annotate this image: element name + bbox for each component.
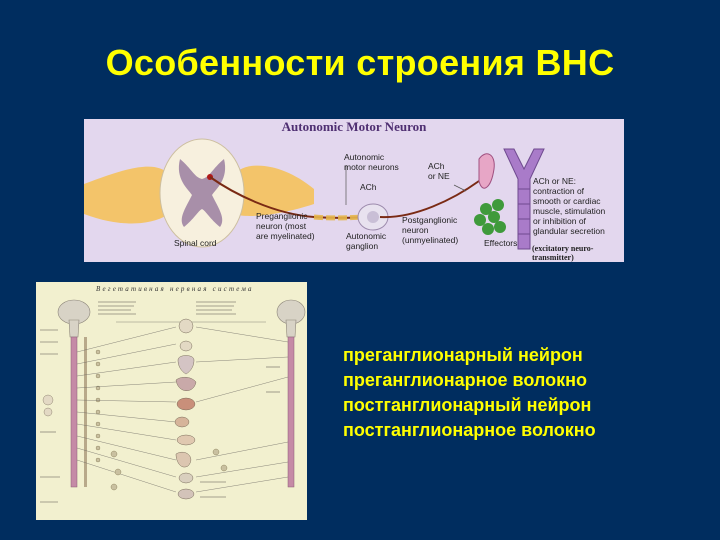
label-spinal-cord: Spinal cord [174, 238, 217, 248]
autonomic-motor-neuron-figure: Autonomic Motor Neuron Autonomic motor n… [84, 119, 624, 262]
slide-title: Особенности строения ВНС [105, 42, 615, 83]
term-preganglionic-neuron: преганглионарный нейрон [343, 345, 583, 365]
label-autonomic-ganglion: Autonomic ganglion [346, 231, 387, 251]
term-preganglionic-fiber: преганглионарное волокно [343, 370, 588, 390]
label-preganglionic-neuron: Preganglionic neuron (most are myelinate… [256, 211, 315, 241]
ans-scheme-header: Вегетативная нервная система [96, 285, 254, 293]
neuron-diagram-graphic [84, 138, 545, 250]
label-effectors: Effectors [484, 238, 518, 248]
ans-scheme-figure: Вегетативная нервная система [36, 282, 307, 520]
label-ach-or-ne: ACh or NE [428, 161, 450, 181]
label-effect-description: ACh or NE: contraction of smooth or card… [533, 176, 606, 236]
term-postganglionic-neuron: постганглионарный нейрон [343, 395, 592, 415]
label-excitatory-neurotransmitter: (excitatory neuro- transmitter) [532, 244, 594, 262]
terms-list: преганглионарный нейрон преганглионарное… [343, 343, 596, 443]
label-autonomic-motor-neurons: Autonomic motor neurons [344, 152, 399, 172]
term-postganglionic-fiber: постганглионарное волокно [343, 420, 596, 440]
label-postganglionic-neuron: Postganglionic neuron (unmyelinated) [402, 215, 459, 245]
ans-scheme-graphic [40, 299, 306, 503]
figure-title: Autonomic Motor Neuron [281, 119, 427, 134]
label-ach-top: ACh [360, 182, 377, 192]
